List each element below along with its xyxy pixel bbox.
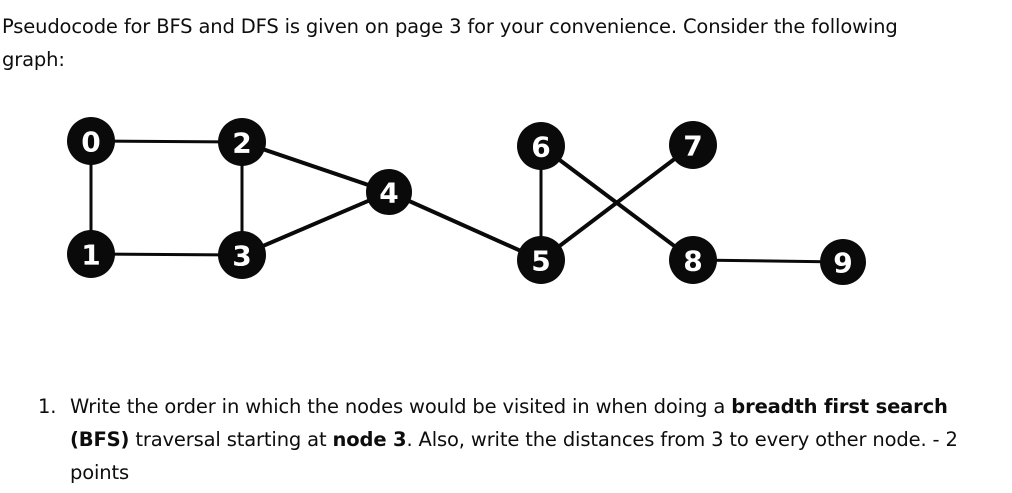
graph-node-2: 2 (218, 118, 266, 166)
intro-paragraph: Pseudocode for BFS and DFS is given on p… (2, 15, 898, 71)
graph-node-circle-6 (517, 122, 565, 170)
graph-node-circle-2 (218, 118, 266, 166)
graph-node-4: 4 (366, 169, 412, 215)
graph-node-label-8: 8 (683, 245, 702, 278)
graph-node-label-7: 7 (683, 130, 702, 163)
graph-node-5: 5 (517, 236, 565, 284)
graph-node-circle-4 (366, 169, 412, 215)
graph-node-circle-8 (669, 236, 717, 284)
question-segment-3: node 3 (332, 428, 407, 451)
graph-figure: 0 1 2 3 4 5 6 7 8 9 (0, 98, 1012, 308)
graph-edge-1-3 (89, 252, 244, 257)
graph-node-label-2: 2 (232, 127, 251, 160)
question-item-1: 1. Write the order in which the nodes wo… (38, 390, 958, 489)
graph-edge-4-5 (387, 190, 543, 262)
question-text: Write the order in which the nodes would… (70, 390, 958, 489)
graph-node-label-5: 5 (531, 245, 550, 278)
graph-canvas: 0 1 2 3 4 5 6 7 8 9 (67, 117, 866, 285)
graph-node-9: 9 (820, 239, 866, 285)
graph-node-label-3: 3 (232, 240, 251, 273)
graph-edge-3-4 (240, 190, 391, 257)
question-segment-0: Write the order in which the nodes would… (70, 395, 732, 418)
graph-node-1: 1 (67, 230, 115, 278)
question-number-marker: 1. (38, 395, 57, 418)
question-segment-2: traversal starting at (129, 428, 333, 451)
graph-node-label-0: 0 (81, 126, 100, 159)
graph-node-circle-3 (218, 231, 266, 279)
graph-edge-group (89, 139, 845, 264)
graph-node-circle-9 (820, 239, 866, 285)
graph-edge-2-4 (240, 140, 391, 194)
question-segment-4: . Also, write the distances from 3 to ev… (70, 428, 958, 484)
graph-node-circle-0 (67, 117, 115, 165)
graph-node-group: 0 1 2 3 4 5 6 7 8 9 (67, 117, 866, 285)
question-segment-1: breadth first search (BFS) (70, 395, 948, 451)
graph-node-3: 3 (218, 231, 266, 279)
graph-node-label-6: 6 (531, 131, 550, 164)
graph-node-label-4: 4 (379, 177, 398, 210)
graph-node-8: 8 (669, 236, 717, 284)
graph-node-0: 0 (67, 117, 115, 165)
graph-node-label-1: 1 (81, 239, 100, 272)
graph-edge-0-2 (89, 139, 244, 144)
graph-node-circle-7 (669, 121, 717, 169)
graph-node-circle-5 (517, 236, 565, 284)
graph-node-6: 6 (517, 122, 565, 170)
graph-edge-8-9 (691, 258, 845, 264)
graph-node-circle-1 (67, 230, 115, 278)
graph-node-label-9: 9 (833, 247, 852, 280)
graph-edge-6-8 (539, 144, 695, 262)
graph-node-7: 7 (669, 121, 717, 169)
question-list: 1. Write the order in which the nodes wo… (38, 390, 958, 489)
